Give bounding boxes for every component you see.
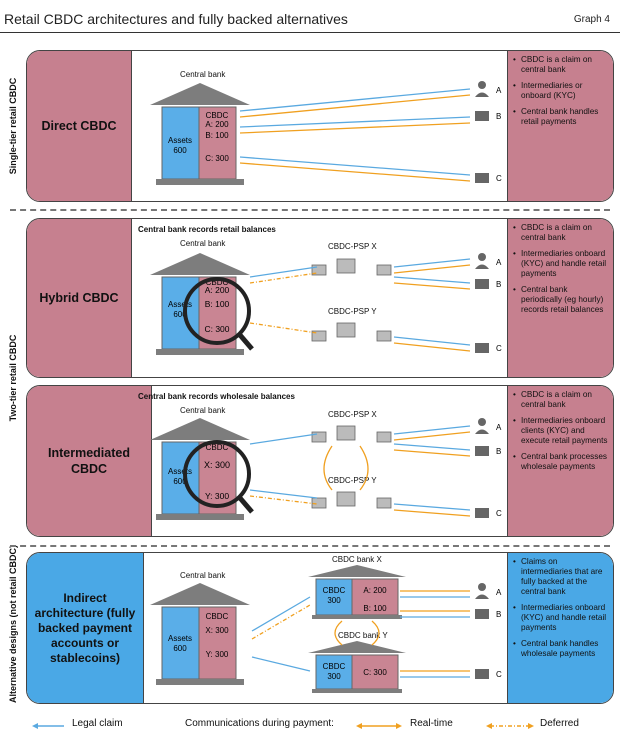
svg-text:X: 300: X: 300 — [204, 460, 230, 470]
side-label-two-tier: Two-tier retail CBDC — [8, 334, 18, 422]
legend-arrows — [32, 723, 534, 729]
svg-text:Assets: Assets — [168, 136, 192, 145]
svg-text:B: 100: B: 100 — [205, 131, 229, 140]
psp-y-label: CBDC-PSP Y — [328, 307, 377, 316]
svg-text:C: C — [496, 670, 502, 679]
svg-text:CBDC: CBDC — [206, 612, 229, 621]
legend-communications: Communications during payment: — [185, 718, 334, 729]
svg-text:Assets: Assets — [168, 467, 192, 476]
svg-text:X: 300: X: 300 — [205, 626, 229, 635]
panel-notes-indirect: Claims on intermediaries that are fully … — [507, 553, 613, 703]
header: Retail CBDC architectures and fully back… — [0, 0, 620, 33]
panel-subtitle-hybrid: Central bank records retail balances — [138, 225, 276, 234]
svg-text:Y: 300: Y: 300 — [205, 491, 229, 501]
panel-intermediated-cbdc: Intermediated CBDC Central bank records … — [26, 385, 614, 537]
svg-text:C: C — [496, 509, 502, 518]
panel-diagram-hybrid: Central bank records retail balances Cen… — [132, 219, 506, 377]
psp-y-label: CBDC-PSP Y — [328, 476, 377, 485]
panel-hybrid-cbdc: Hybrid CBDC Central bank records retail … — [26, 218, 614, 378]
panel-diagram-direct: Central bank Assets 600 CBDC A: 200 B: 1… — [132, 51, 506, 201]
note-item: CBDC is a claim on central bank — [513, 55, 609, 75]
svg-text:A: 200: A: 200 — [363, 586, 387, 595]
legend-deferred: Deferred — [540, 718, 579, 729]
note-item: Intermediaries onboard (KYC) and handle … — [513, 249, 609, 279]
side-label-alternative: Alternative designs (not retail CBDC) — [8, 544, 18, 704]
side-label-single-tier: Single-tier retail CBDC — [8, 77, 18, 175]
psp-x-label: CBDC-PSP X — [328, 410, 377, 419]
svg-text:600: 600 — [173, 477, 187, 486]
svg-text:600: 600 — [173, 310, 187, 319]
diagram-title: Retail CBDC architectures and fully back… — [4, 11, 348, 27]
panel-diagram-intermediated: Central bank records wholesale balances … — [132, 386, 506, 536]
note-item: CBDC is a claim on central bank — [513, 390, 609, 410]
note-item: Intermediaries or onboard (KYC) — [513, 81, 609, 101]
svg-text:A: 200: A: 200 — [205, 120, 229, 129]
bank-x-label: CBDC bank X — [332, 555, 382, 564]
graph-number: Graph 4 — [573, 14, 610, 25]
intermediated-cbdc-diagram: Assets 600 CBDC X: 300 Y: 300 — [150, 418, 502, 520]
note-item: Claims on intermediaries that are fully … — [513, 557, 609, 597]
note-item: Intermediaries onboard (KYC) and handle … — [513, 603, 609, 633]
svg-text:600: 600 — [173, 644, 187, 653]
svg-text:C: 300: C: 300 — [204, 324, 229, 334]
direct-cbdc-diagram: Assets 600 CBDC A: 200 B: 100 C: 300 A B… — [150, 81, 502, 185]
svg-text:B: B — [496, 280, 501, 289]
svg-text:C: C — [496, 344, 502, 353]
panel-title-direct: Direct CBDC — [27, 51, 132, 201]
svg-text:300: 300 — [327, 672, 341, 681]
legend-legal-claim: Legal claim — [72, 718, 123, 729]
panel-notes-direct: CBDC is a claim on central bank Intermed… — [507, 51, 613, 201]
psp-x-label: CBDC-PSP X — [328, 242, 377, 251]
svg-text:B: B — [496, 112, 501, 121]
svg-text:B: 100: B: 100 — [205, 299, 230, 309]
svg-text:C: C — [496, 174, 502, 183]
svg-text:600: 600 — [173, 146, 187, 155]
central-bank-label: Central bank — [180, 406, 226, 415]
svg-text:A: 200: A: 200 — [205, 285, 230, 295]
svg-text:B: B — [496, 610, 501, 619]
hybrid-cbdc-diagram: Assets 600 CBDC A: 200 B: 100 C: 300 — [150, 253, 502, 355]
note-item: CBDC is a claim on central bank — [513, 223, 609, 243]
panel-title-hybrid: Hybrid CBDC — [27, 219, 132, 377]
svg-text:CBDC: CBDC — [206, 443, 229, 452]
panel-notes-hybrid: CBDC is a claim on central bank Intermed… — [507, 219, 613, 377]
bank-y-label: CBDC bank Y — [338, 631, 388, 640]
note-item: Central bank handles wholesale payments — [513, 639, 609, 659]
svg-text:Assets: Assets — [168, 300, 192, 309]
central-bank-label: Central bank — [180, 571, 226, 580]
panel-title-indirect: Indirect architecture (fully backed paym… — [27, 553, 144, 703]
svg-text:A: A — [496, 86, 502, 95]
panel-subtitle-intermediated: Central bank records wholesale balances — [138, 392, 295, 401]
svg-text:C: 300: C: 300 — [363, 668, 387, 677]
central-bank-label: Central bank — [180, 70, 226, 79]
legend-realtime: Real-time — [410, 718, 453, 729]
svg-text:CBDC: CBDC — [206, 111, 229, 120]
svg-text:CBDC: CBDC — [323, 586, 346, 595]
svg-text:CBDC: CBDC — [206, 278, 229, 287]
note-item: Central bank processes wholesale payment… — [513, 452, 609, 472]
svg-text:300: 300 — [327, 596, 341, 605]
svg-text:A: A — [496, 423, 502, 432]
svg-text:Assets: Assets — [168, 634, 192, 643]
panel-diagram-indirect: Central bank CBDC bank X CBDC bank Y Ass… — [132, 553, 506, 703]
panel-indirect-architecture: Indirect architecture (fully backed paym… — [26, 552, 614, 704]
svg-text:CBDC: CBDC — [323, 662, 346, 671]
note-item: Central bank handles retail payments — [513, 107, 609, 127]
svg-text:A: A — [496, 258, 502, 267]
indirect-architecture-diagram: Assets 600 CBDC X: 300 Y: 300 CBDC 300 A… — [150, 565, 502, 693]
svg-text:C: 300: C: 300 — [205, 154, 229, 163]
svg-text:A: A — [496, 588, 502, 597]
separator-single-two — [10, 209, 610, 211]
panel-direct-cbdc: Direct CBDC Central bank Assets 600 CBDC… — [26, 50, 614, 202]
panel-title-intermediated: Intermediated CBDC — [27, 386, 152, 536]
svg-text:Y: 300: Y: 300 — [206, 650, 229, 659]
note-item: Central bank periodically (eg hourly) re… — [513, 285, 609, 315]
svg-text:B: 100: B: 100 — [363, 604, 387, 613]
central-bank-label: Central bank — [180, 239, 226, 248]
note-item: Intermediaries onboard clients (KYC) and… — [513, 416, 609, 446]
panel-notes-intermediated: CBDC is a claim on central bank Intermed… — [507, 386, 613, 536]
svg-text:B: B — [496, 447, 501, 456]
separator-two-alt — [10, 545, 610, 547]
